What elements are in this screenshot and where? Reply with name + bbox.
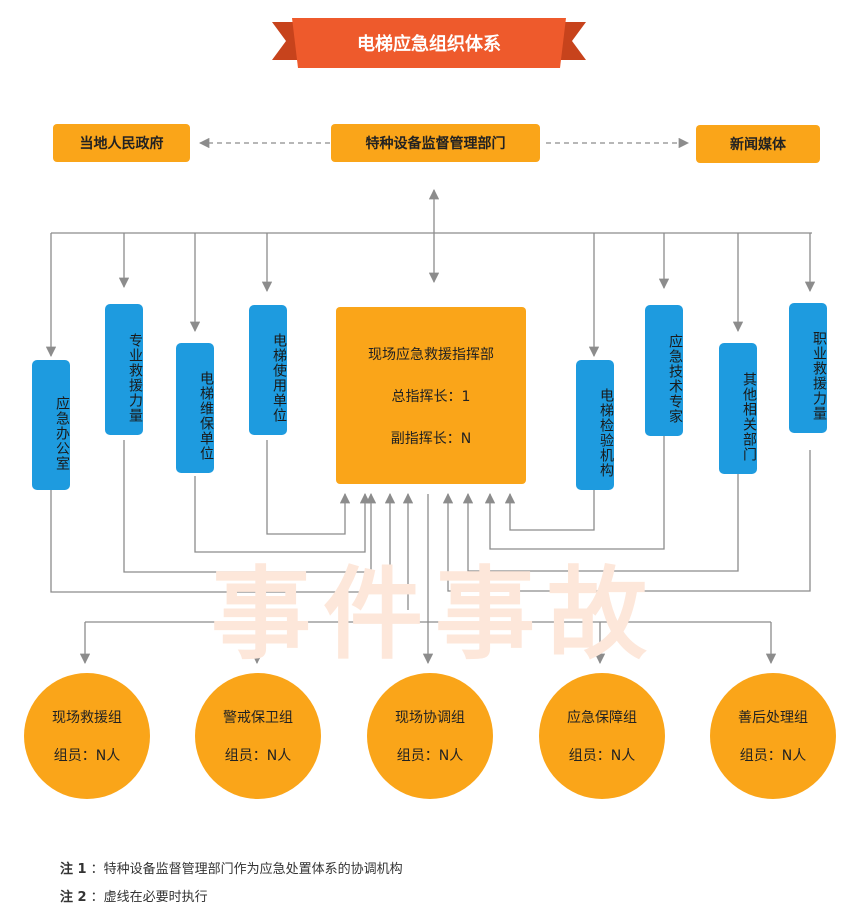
note-label: 注 2 xyxy=(60,890,87,905)
note-label: 注 1 xyxy=(60,862,87,877)
group-members: 组员：N人 xyxy=(396,748,464,764)
group-circle: 善后处理组 组员：N人 xyxy=(710,673,836,799)
group-name: 现场协调组 xyxy=(395,710,465,726)
box-supervision-department: 特种设备监督管理部门 xyxy=(331,124,540,162)
group-circle: 现场协调组 组员：N人 xyxy=(367,673,493,799)
unit-professional-rescue: 专业救援力量 xyxy=(105,304,143,435)
command-title: 现场应急救援指挥部 xyxy=(368,346,494,363)
command-chief: 总指挥长：1 xyxy=(391,388,471,405)
unit-other-departments: 其他相关部门 xyxy=(719,343,757,474)
group-name: 现场救援组 xyxy=(52,710,122,726)
group-circle: 现场救援组 组员：N人 xyxy=(24,673,150,799)
group-name: 善后处理组 xyxy=(738,710,808,726)
unit-emergency-office: 应急办公室 xyxy=(32,360,70,490)
unit-experts: 应急技术专家 xyxy=(645,305,683,436)
group-name: 应急保障组 xyxy=(567,710,637,726)
note-text: ：特种设备监督管理部门作为应急处置体系的协调机构 xyxy=(90,862,403,877)
title-banner xyxy=(272,18,586,68)
group-circle: 应急保障组 组员：N人 xyxy=(539,673,665,799)
note-text: ：虚线在必要时执行 xyxy=(90,890,208,905)
watermark-text: 事件事故 xyxy=(211,555,659,673)
group-members: 组员：N人 xyxy=(568,748,636,764)
note-1: 注 1：特种设备监督管理部门作为应急处置体系的协调机构 xyxy=(60,858,403,877)
command-deputy: 副指挥长：N xyxy=(390,430,472,447)
unit-occupational-rescue: 职业救援力量 xyxy=(789,303,827,433)
command-center-box: 现场应急救援指挥部 总指挥长：1 副指挥长：N xyxy=(336,307,526,484)
group-members: 组员：N人 xyxy=(739,748,807,764)
group-members: 组员：N人 xyxy=(53,748,121,764)
group-name: 警戒保卫组 xyxy=(223,710,293,726)
unit-inspection: 电梯检验机构 xyxy=(576,360,614,490)
unit-user: 电梯使用单位 xyxy=(249,305,287,435)
box-news-media: 新闻媒体 xyxy=(696,125,820,163)
note-2: 注 2：虚线在必要时执行 xyxy=(60,886,208,905)
unit-maintenance: 电梯维保单位 xyxy=(176,343,214,473)
page-title: 电梯应急组织体系 xyxy=(357,34,501,55)
group-members: 组员：N人 xyxy=(224,748,292,764)
group-circle: 警戒保卫组 组员：N人 xyxy=(195,673,321,799)
box-local-government: 当地人民政府 xyxy=(53,124,190,162)
